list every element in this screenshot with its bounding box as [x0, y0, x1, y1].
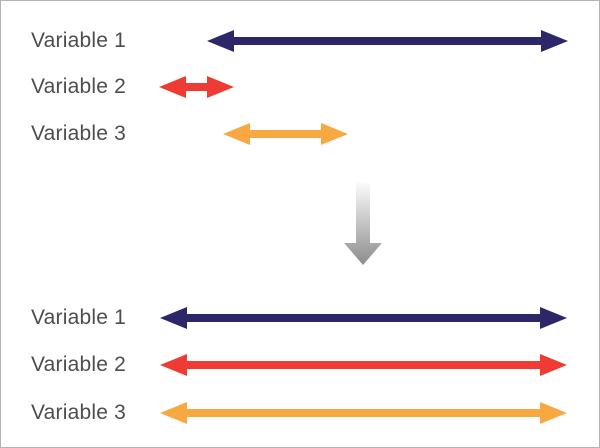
range-double-arrow	[207, 30, 568, 52]
arrow-shaft	[187, 314, 540, 322]
arrow-shaft	[186, 83, 207, 91]
arrowhead-right-icon	[540, 402, 567, 424]
variable-row: Variable 3	[1, 397, 599, 429]
arrowhead-right-icon	[540, 354, 567, 376]
variable-row: Variable 2	[1, 71, 599, 103]
range-double-arrow	[223, 123, 348, 145]
arrow-shaft	[187, 361, 540, 369]
arrowhead-left-icon	[160, 402, 187, 424]
arrow-shaft	[187, 409, 540, 417]
arrowhead-right-icon	[540, 307, 567, 329]
variable-row: Variable 1	[1, 302, 599, 334]
variable-label: Variable 1	[31, 306, 127, 329]
arrow-shaft	[234, 37, 541, 45]
variable-row: Variable 1	[1, 25, 599, 57]
range-double-arrow	[159, 76, 234, 98]
arrowhead-right-icon	[541, 30, 568, 52]
variable-row: Variable 2	[1, 349, 599, 381]
arrowhead-right-icon	[207, 76, 234, 98]
arrowhead-left-icon	[207, 30, 234, 52]
arrowhead-left-icon	[160, 307, 187, 329]
arrowhead-left-icon	[159, 76, 186, 98]
variable-label: Variable 2	[31, 75, 127, 98]
variable-label: Variable 1	[31, 29, 127, 52]
variable-label: Variable 2	[31, 353, 127, 376]
range-double-arrow	[160, 307, 567, 329]
arrowhead-left-icon	[223, 123, 250, 145]
range-double-arrow	[160, 354, 567, 376]
transform-down-arrow	[344, 182, 382, 265]
arrowhead-right-icon	[321, 123, 348, 145]
arrow-shaft	[250, 130, 321, 138]
variable-row: Variable 3	[1, 118, 599, 150]
down-arrow-shape	[344, 182, 382, 265]
variable-label: Variable 3	[31, 122, 127, 145]
range-double-arrow	[160, 402, 567, 424]
arrowhead-left-icon	[160, 354, 187, 376]
variable-label: Variable 3	[31, 401, 127, 424]
